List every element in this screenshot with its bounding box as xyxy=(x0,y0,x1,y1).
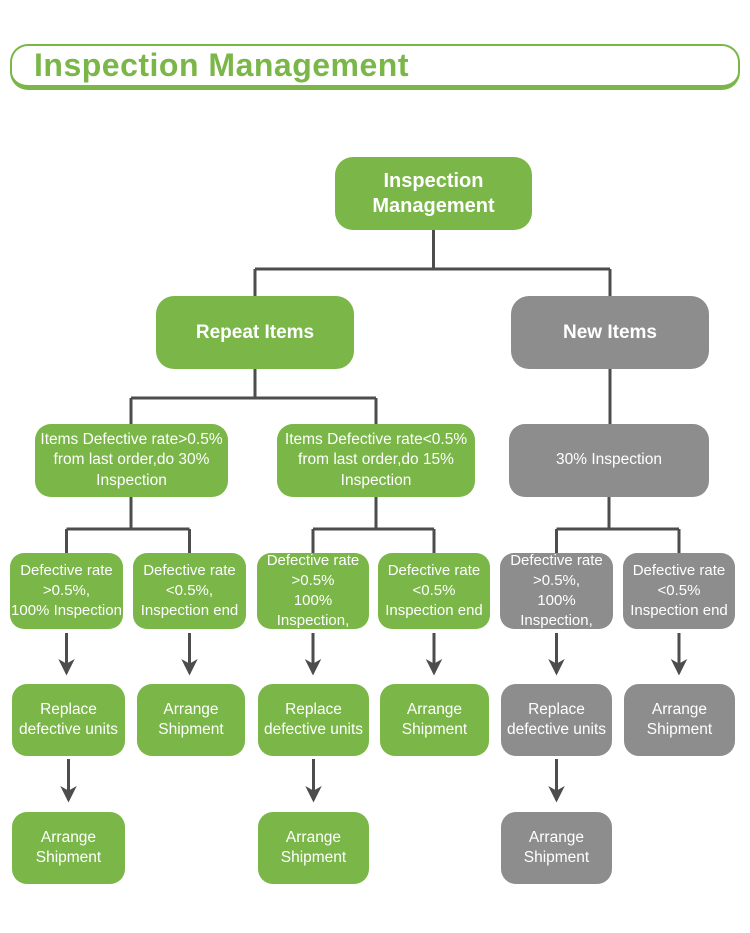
node-arrange-shipment-2: Arrange Shipment xyxy=(380,684,489,756)
page-title-banner: Inspection Management xyxy=(10,44,740,90)
node-inspection-management: Inspection Management xyxy=(335,157,532,230)
node-repeat15-rate-high: Defective rate >0.5% 100% Inspection, xyxy=(257,552,369,629)
node-repeat30-rate-high: Defective rate >0.5%, 100% Inspection xyxy=(10,553,123,629)
node-new-items-30pct-inspection: 30% Inspection xyxy=(509,424,709,497)
node-replace-defective-units-1: Replace defective units xyxy=(12,684,125,756)
node-new-rate-high: Defective rate >0.5%, 100% Inspection, xyxy=(500,552,613,629)
node-arrange-shipment-1: Arrange Shipment xyxy=(137,684,245,756)
node-repeat-items: Repeat Items xyxy=(156,296,354,369)
node-repeat30-rate-low: Defective rate <0.5%, Inspection end xyxy=(133,553,246,629)
node-final-arrange-shipment-1: Arrange Shipment xyxy=(12,812,125,884)
node-repeat-low-defective-rate: Items Defective rate<0.5% from last orde… xyxy=(277,424,475,497)
page-title: Inspection Management xyxy=(34,47,409,83)
node-new-rate-low: Defective rate <0.5% Inspection end xyxy=(623,553,735,629)
node-repeat15-rate-low: Defective rate <0.5% Inspection end xyxy=(378,553,490,629)
node-arrange-shipment-3: Arrange Shipment xyxy=(624,684,735,756)
node-replace-defective-units-2: Replace defective units xyxy=(258,684,369,756)
node-repeat-high-defective-rate: Items Defective rate>0.5% from last orde… xyxy=(35,424,228,497)
node-final-arrange-shipment-3: Arrange Shipment xyxy=(501,812,612,884)
node-replace-defective-units-3: Replace defective units xyxy=(501,684,612,756)
node-final-arrange-shipment-2: Arrange Shipment xyxy=(258,812,369,884)
node-new-items: New Items xyxy=(511,296,709,369)
